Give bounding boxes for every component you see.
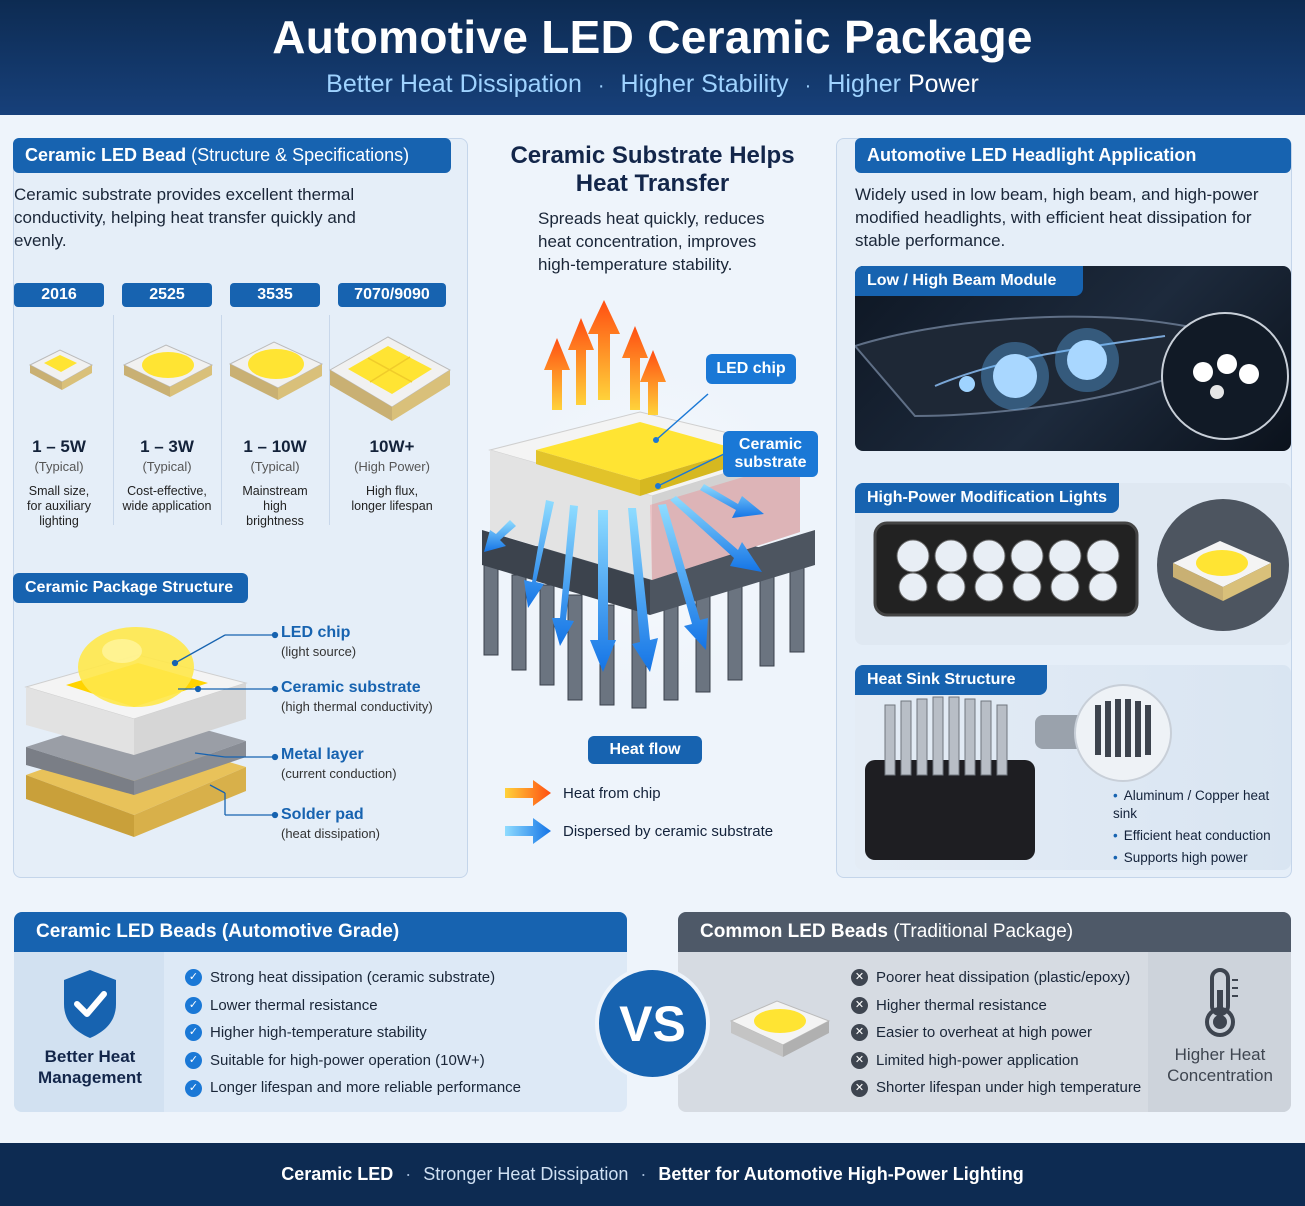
common-badge-box bbox=[1148, 952, 1291, 1112]
legend-hot: Heat from chip bbox=[505, 780, 661, 806]
layer-led-chip: LED chip(light source) bbox=[281, 624, 357, 659]
common-cons-list: ✕Poorer heat dissipation (plastic/epoxy)… bbox=[851, 964, 1141, 1102]
footer-item: Ceramic LED bbox=[281, 1164, 394, 1184]
shield-check-icon bbox=[64, 970, 116, 1038]
vs-badge: VS bbox=[595, 966, 710, 1081]
size-col-2016: 1 – 5W(Typical)Small size, for auxiliary… bbox=[27, 437, 91, 528]
ceramic-pros-list: ✓Strong heat dissipation (ceramic substr… bbox=[185, 964, 521, 1102]
list-item: ✓Higher high-temperature stability bbox=[185, 1019, 521, 1047]
heat-sink-image bbox=[855, 665, 1291, 870]
ceramic-compare-title: Ceramic LED Beads (Automotive Grade) bbox=[14, 912, 627, 952]
left-intro: Ceramic substrate provides excellent the… bbox=[14, 185, 356, 250]
cross-icon: ✕ bbox=[851, 996, 868, 1014]
page-subtitle: Better Heat Dissipation·Higher Stability… bbox=[326, 70, 979, 98]
size-col-2525: 1 – 3W(Typical)Cost-effective, wide appl… bbox=[122, 437, 212, 513]
card-heat-sink: Heat Sink Structure bbox=[855, 665, 1047, 695]
led-bead-2016-image bbox=[28, 349, 94, 390]
cross-icon: ✕ bbox=[851, 1024, 868, 1042]
structure-title: Ceramic Package Structure bbox=[13, 573, 248, 603]
led-bead-7070-image bbox=[329, 336, 451, 421]
list-item: ✓Strong heat dissipation (ceramic substr… bbox=[185, 964, 521, 992]
check-icon: ✓ bbox=[185, 1052, 202, 1070]
layer-ceramic-substrate: Ceramic substrate(high thermal conductiv… bbox=[281, 679, 433, 714]
legend-cool: Dispersed by ceramic substrate bbox=[505, 818, 773, 844]
list-item: ✓Lower thermal resistance bbox=[185, 992, 521, 1020]
list-item: ✓Suitable for high-power operation (10W+… bbox=[185, 1047, 521, 1075]
subtitle-item: Power bbox=[907, 70, 979, 98]
cross-icon: ✕ bbox=[851, 1079, 868, 1097]
headlight-image bbox=[855, 266, 1291, 451]
list-item: ✕Higher thermal resistance bbox=[851, 992, 1141, 1020]
footer-item: Better for Automotive High-Power Lightin… bbox=[658, 1164, 1024, 1184]
cool-arrow-icon bbox=[505, 818, 551, 844]
list-item: ✓Longer lifespan and more reliable perfo… bbox=[185, 1074, 521, 1102]
center-desc: Spreads heat quickly, reduces heat conce… bbox=[538, 209, 765, 274]
list-item: ✕Easier to overheat at high power bbox=[851, 1019, 1141, 1047]
subtitle-item: Higher bbox=[827, 70, 901, 98]
size-tag-2016: 2016 bbox=[14, 283, 104, 307]
page-title: Automotive LED Ceramic Package bbox=[272, 11, 1033, 63]
footer-item: Stronger Heat Dissipation bbox=[423, 1164, 629, 1184]
size-col-3535: 1 – 10W(Typical)Mainstream high brightne… bbox=[242, 437, 308, 528]
layer-solder-pad: Solder pad(heat dissipation) bbox=[281, 806, 380, 841]
check-icon: ✓ bbox=[185, 969, 202, 987]
footer: Ceramic LED·Stronger Heat Dissipation·Be… bbox=[0, 1143, 1305, 1206]
subtitle-item: Better Heat Dissipation bbox=[326, 70, 582, 98]
left-panel-title: Ceramic LED Bead (Structure & Specificat… bbox=[13, 138, 451, 173]
size-tag-2525: 2525 bbox=[122, 283, 212, 307]
led-bead-3535-image bbox=[228, 341, 324, 400]
card-low-high-beam: Low / High Beam Module bbox=[855, 266, 1083, 296]
check-icon: ✓ bbox=[185, 1024, 202, 1042]
list-item: ✕Limited high-power application bbox=[851, 1047, 1141, 1075]
heat-sink-bullets: •Aluminum / Copper heat sink •Efficient … bbox=[1113, 787, 1288, 871]
cross-icon: ✕ bbox=[851, 969, 868, 987]
modification-lights-image bbox=[855, 483, 1291, 645]
card-modification-lights: High-Power Modification Lights bbox=[855, 483, 1119, 513]
common-compare-title: Common LED Beads (Traditional Package) bbox=[678, 912, 1291, 952]
size-tag-7070: 7070/9090 bbox=[338, 283, 446, 307]
common-badge-label: Higher Heat Concentration bbox=[1167, 1045, 1273, 1085]
hot-arrow-icon bbox=[505, 780, 551, 806]
callout-ceramic-substrate: Ceramic substrate bbox=[723, 431, 818, 477]
subtitle-item: Higher Stability bbox=[620, 70, 789, 98]
center-title: Ceramic Substrate Helps Heat Transfer bbox=[510, 142, 795, 197]
heat-flow-label: Heat flow bbox=[588, 736, 702, 764]
layer-metal: Metal layer(current conduction) bbox=[281, 746, 397, 781]
package-structure-image bbox=[24, 627, 248, 837]
size-tag-3535: 3535 bbox=[230, 283, 320, 307]
list-item: •Aluminum / Copper heat sink bbox=[1113, 788, 1270, 821]
list-item: •Supports high power bbox=[1113, 850, 1248, 865]
led-bead-2525-image bbox=[122, 344, 214, 397]
list-item: ✕Poorer heat dissipation (plastic/epoxy) bbox=[851, 964, 1141, 992]
right-panel-title: Automotive LED Headlight Application bbox=[855, 138, 1291, 173]
header: Automotive LED Ceramic Package Better He… bbox=[0, 0, 1305, 115]
cross-icon: ✕ bbox=[851, 1052, 868, 1070]
common-led-bead-image bbox=[729, 1000, 831, 1057]
callout-led-chip: LED chip bbox=[706, 354, 796, 384]
ceramic-badge-label: Better Heat Management bbox=[38, 1047, 142, 1087]
check-icon: ✓ bbox=[185, 1079, 202, 1097]
list-item: •Efficient heat conduction bbox=[1113, 828, 1271, 843]
check-icon: ✓ bbox=[185, 996, 202, 1014]
size-col-7070: 10W+(High Power)High flux, longer lifesp… bbox=[351, 437, 433, 513]
list-item: ✕Shorter lifespan under high temperature bbox=[851, 1074, 1141, 1102]
thermometer-icon bbox=[1205, 968, 1238, 1037]
right-intro: Widely used in low beam, high beam, and … bbox=[855, 185, 1259, 250]
